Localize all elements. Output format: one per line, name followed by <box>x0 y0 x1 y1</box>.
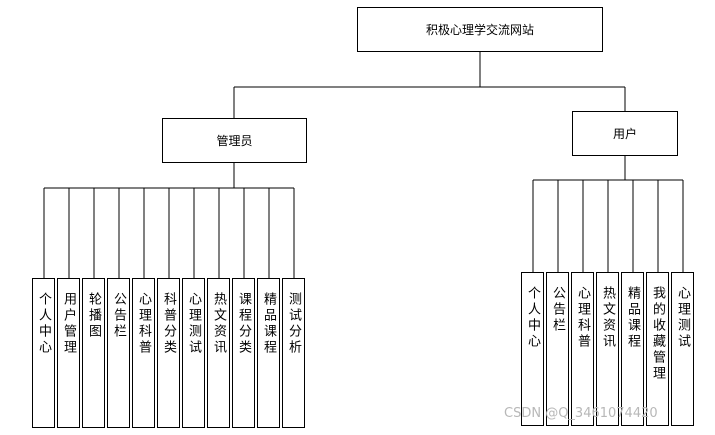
user-leaf-label: 热文资讯 <box>600 286 615 350</box>
admin-leaf-label: 测试分析 <box>286 292 301 356</box>
branch-node-user: 用户 <box>572 111 678 156</box>
user-leaf-5: 精品课程 <box>621 272 644 426</box>
admin-leaf-label: 用户管理 <box>61 292 76 356</box>
admin-leaf-3: 轮播图 <box>82 278 105 428</box>
user-leaf-7: 心理测试 <box>671 272 694 426</box>
admin-leaf-10: 精品课程 <box>257 278 280 428</box>
admin-leaf-4: 公告栏 <box>107 278 130 428</box>
admin-leaf-6: 科普分类 <box>157 278 180 428</box>
admin-leaf-1: 个人中心 <box>32 278 55 428</box>
root-node: 积极心理学交流网站 <box>357 7 603 52</box>
branch-node-admin: 管理员 <box>162 118 307 163</box>
admin-leaf-7: 心理测试 <box>182 278 205 428</box>
admin-leaf-label: 公告栏 <box>111 292 126 340</box>
admin-leaf-label: 个人中心 <box>36 292 51 356</box>
user-leaf-6: 我的收藏管理 <box>646 272 669 426</box>
admin-leaf-2: 用户管理 <box>57 278 80 428</box>
user-leaf-3: 心理科普 <box>571 272 594 426</box>
user-leaf-2: 公告栏 <box>546 272 569 426</box>
user-leaf-label: 我的收藏管理 <box>650 286 665 382</box>
user-leaf-label: 精品课程 <box>625 286 640 350</box>
user-leaf-label: 公告栏 <box>550 286 565 334</box>
admin-leaf-label: 心理科普 <box>136 292 151 356</box>
root-label: 积极心理学交流网站 <box>425 23 534 37</box>
branch-label-admin: 管理员 <box>216 134 253 148</box>
admin-leaf-8: 热文资讯 <box>207 278 230 428</box>
admin-leaf-9: 课程分类 <box>232 278 255 428</box>
watermark: CSDN @Q_3461074420 <box>504 406 658 421</box>
user-leaf-4: 热文资讯 <box>596 272 619 426</box>
admin-leaf-label: 心理测试 <box>186 292 201 356</box>
user-leaf-1: 个人中心 <box>521 272 544 426</box>
admin-leaf-label: 科普分类 <box>161 292 176 356</box>
admin-leaf-11: 测试分析 <box>282 278 305 428</box>
user-leaf-label: 个人中心 <box>525 286 540 350</box>
user-leaf-label: 心理测试 <box>675 286 690 350</box>
admin-leaf-5: 心理科普 <box>132 278 155 428</box>
admin-leaf-label: 课程分类 <box>236 292 251 356</box>
admin-leaf-label: 轮播图 <box>86 292 101 340</box>
admin-leaf-label: 热文资讯 <box>211 292 226 356</box>
admin-leaf-label: 精品课程 <box>261 292 276 356</box>
user-leaf-label: 心理科普 <box>575 286 590 350</box>
branch-label-user: 用户 <box>612 127 637 141</box>
